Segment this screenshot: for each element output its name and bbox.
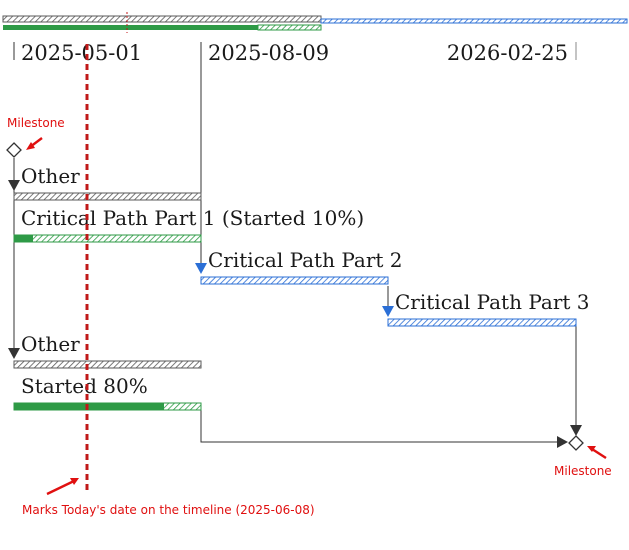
annotations: Milestone Milestone Marks Today's date o… [7,116,612,517]
task-label-other-2: Other [21,332,80,356]
task-label-other-1: Other [21,164,80,188]
date-label-3: 2026-02-25 [447,41,568,65]
overview-blue-band [320,18,628,24]
task-bars [13,192,577,411]
task-label-critical-part-2: Critical Path Part 2 [208,248,403,272]
annotation-milestone-start: Milestone [7,116,65,130]
triangle-down-icon [8,180,20,191]
task-label-started-80: Started 80% [21,374,148,398]
red-arrow-icon [46,478,79,496]
task-bar-other-1[interactable] [13,192,202,201]
task-bar-critical-part-2[interactable] [200,276,389,285]
milestones [6,142,584,451]
timeline-axis: 2025-05-01 2025-08-09 2026-02-25 [13,41,577,195]
task-bar-critical-part-1[interactable] [13,234,202,243]
diamond-outline-icon[interactable] [568,435,584,451]
task-progress-critical-part-1 [14,235,33,242]
triangle-down-icon [570,425,582,436]
triangle-down-icon [8,348,20,359]
dependency-lines [8,158,582,448]
annotation-today-note: Marks Today's date on the timeline (2025… [22,503,315,517]
task-bar-critical-part-3[interactable] [387,318,577,327]
annotation-milestone-end: Milestone [554,464,612,478]
triangle-down-icon [382,306,394,317]
date-label-1: 2025-05-01 [21,41,142,65]
task-labels: Other Critical Path Part 1 (Started 10%)… [21,164,590,398]
overview-gray-band [2,15,322,23]
diamond-outline-icon[interactable] [6,142,22,158]
task-progress-started-80 [14,403,164,410]
started80-to-milestone-connector [200,410,560,443]
overview-strip[interactable] [2,12,628,33]
date-label-2: 2025-08-09 [208,41,329,65]
overview-green-hatched [257,24,322,31]
task-label-critical-part-1: Critical Path Part 1 (Started 10%) [21,206,364,230]
red-arrow-icon [26,137,43,150]
triangle-down-icon [195,263,207,274]
overview-green-solid [3,25,258,30]
task-label-critical-part-3: Critical Path Part 3 [395,290,590,314]
task-bar-other-2[interactable] [13,360,202,369]
triangle-right-icon [557,436,568,448]
red-arrow-icon [587,446,607,460]
